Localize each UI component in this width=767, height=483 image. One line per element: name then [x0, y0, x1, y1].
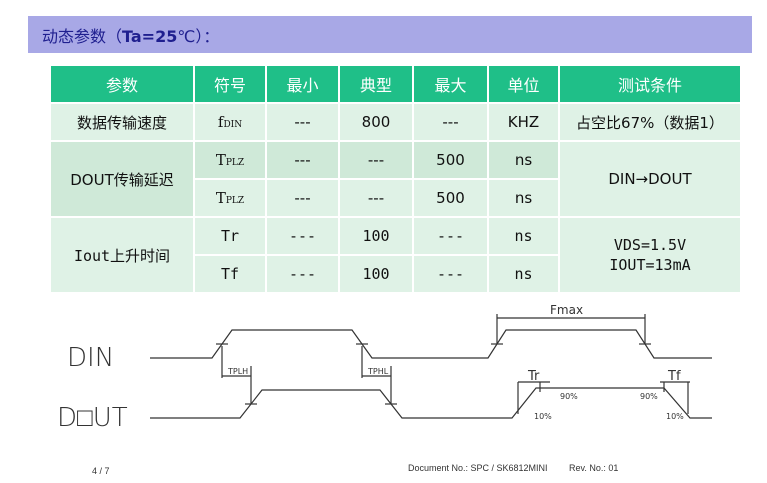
header-min: 最小 [265, 64, 340, 104]
cell-param: DOUT传输延迟 [49, 140, 195, 218]
cell-min: --- [265, 254, 340, 294]
header-typ: 典型 [338, 64, 414, 104]
table-header-row: 参数 符号 最小 典型 最大 单位 测试条件 [49, 64, 742, 104]
cell-max: 500 [412, 140, 489, 180]
header-unit: 单位 [487, 64, 560, 104]
cell-typ: --- [338, 140, 414, 180]
cell-max: --- [412, 216, 489, 256]
cell-symbol: TPLZ [193, 140, 267, 180]
cell-min: --- [265, 216, 340, 256]
condition-line: IOUT=13mA [609, 256, 691, 274]
symbol-sub: DIN [223, 120, 243, 130]
fall-90-label: 90% [640, 392, 658, 401]
cell-symbol: TPLZ [193, 178, 267, 218]
tf-label: Tf [667, 369, 681, 384]
symbol-sub: PLZ [225, 158, 245, 168]
cell-symbol: Tf [193, 254, 267, 294]
rise-10-label: 10% [534, 412, 552, 421]
table-row: Iout上升时间 Tr --- 100 --- ns VDS=1.5V IOUT=… [49, 216, 742, 294]
cell-max: --- [412, 102, 489, 142]
symbol-main: f [217, 113, 224, 131]
cell-typ: 100 [338, 216, 414, 256]
symbol-sub: PLZ [225, 196, 245, 206]
section-title: 动态参数（Ta=25℃）： [42, 23, 219, 47]
cell-typ: 100 [338, 254, 414, 294]
header-symbol: 符号 [193, 64, 267, 104]
timing-diagram: DIN D□UT Fmax TPLH TPHL Tr Tf 90% 90% 10… [57, 303, 712, 433]
dout-waveform [150, 387, 712, 419]
cell-param: Iout上升时间 [49, 216, 195, 294]
cell-unit: KHZ [487, 102, 560, 142]
din-waveform [150, 329, 712, 359]
cell-condition: 占空比67%（数据1） [558, 102, 742, 142]
fmax-label: Fmax [550, 303, 583, 317]
document-number: Document No.: SPC / SK6812MINI [408, 463, 548, 473]
cell-symbol: Tr [193, 216, 267, 256]
cell-typ: 800 [338, 102, 414, 142]
header-condition: 测试条件 [558, 64, 742, 104]
cell-symbol: fDIN [193, 102, 267, 142]
cell-unit: ns [487, 140, 560, 180]
cell-unit: ns [487, 178, 560, 218]
symbol-main: T [215, 151, 226, 169]
fall-10-label: 10% [666, 412, 684, 421]
cell-condition: VDS=1.5V IOUT=13mA [558, 216, 742, 294]
tphl-label: TPHL [367, 367, 389, 376]
cell-unit: ns [487, 254, 560, 294]
revision-number: Rev. No.: 01 [569, 463, 619, 473]
tplh-label: TPLH [227, 367, 248, 376]
title-prefix: 动态参数（ [42, 26, 123, 46]
cell-unit: ns [487, 216, 560, 256]
dout-label: D□UT [57, 403, 128, 433]
tr-label: Tr [527, 369, 540, 384]
cell-min: --- [265, 102, 340, 142]
din-label: DIN [67, 343, 114, 373]
cell-typ: --- [338, 178, 414, 218]
header-max: 最大 [412, 64, 489, 104]
header-param: 参数 [49, 64, 195, 104]
section-banner: 动态参数（Ta=25℃）： [28, 16, 752, 53]
cell-max: --- [412, 254, 489, 294]
rise-90-label: 90% [560, 392, 578, 401]
condition-line: VDS=1.5V [613, 236, 687, 254]
cell-max: 500 [412, 178, 489, 218]
table-row: 数据传输速度 fDIN --- 800 --- KHZ 占空比67%（数据1） [49, 102, 742, 142]
symbol-main: T [215, 189, 226, 207]
cell-param: 数据传输速度 [49, 102, 195, 142]
cell-min: --- [265, 178, 340, 218]
title-unit: ℃）： [177, 26, 220, 46]
table-row: DOUT传输延迟 TPLZ --- --- 500 ns DIN→DOUT [49, 140, 742, 218]
cell-condition: DIN→DOUT [558, 140, 742, 218]
title-param: Ta=25 [122, 26, 178, 46]
dynamic-parameters-table: 参数 符号 最小 典型 最大 单位 测试条件 数据传输速度 fDIN --- 8… [49, 64, 742, 294]
page-number: 4 / 7 [92, 466, 110, 476]
cell-min: --- [265, 140, 340, 180]
